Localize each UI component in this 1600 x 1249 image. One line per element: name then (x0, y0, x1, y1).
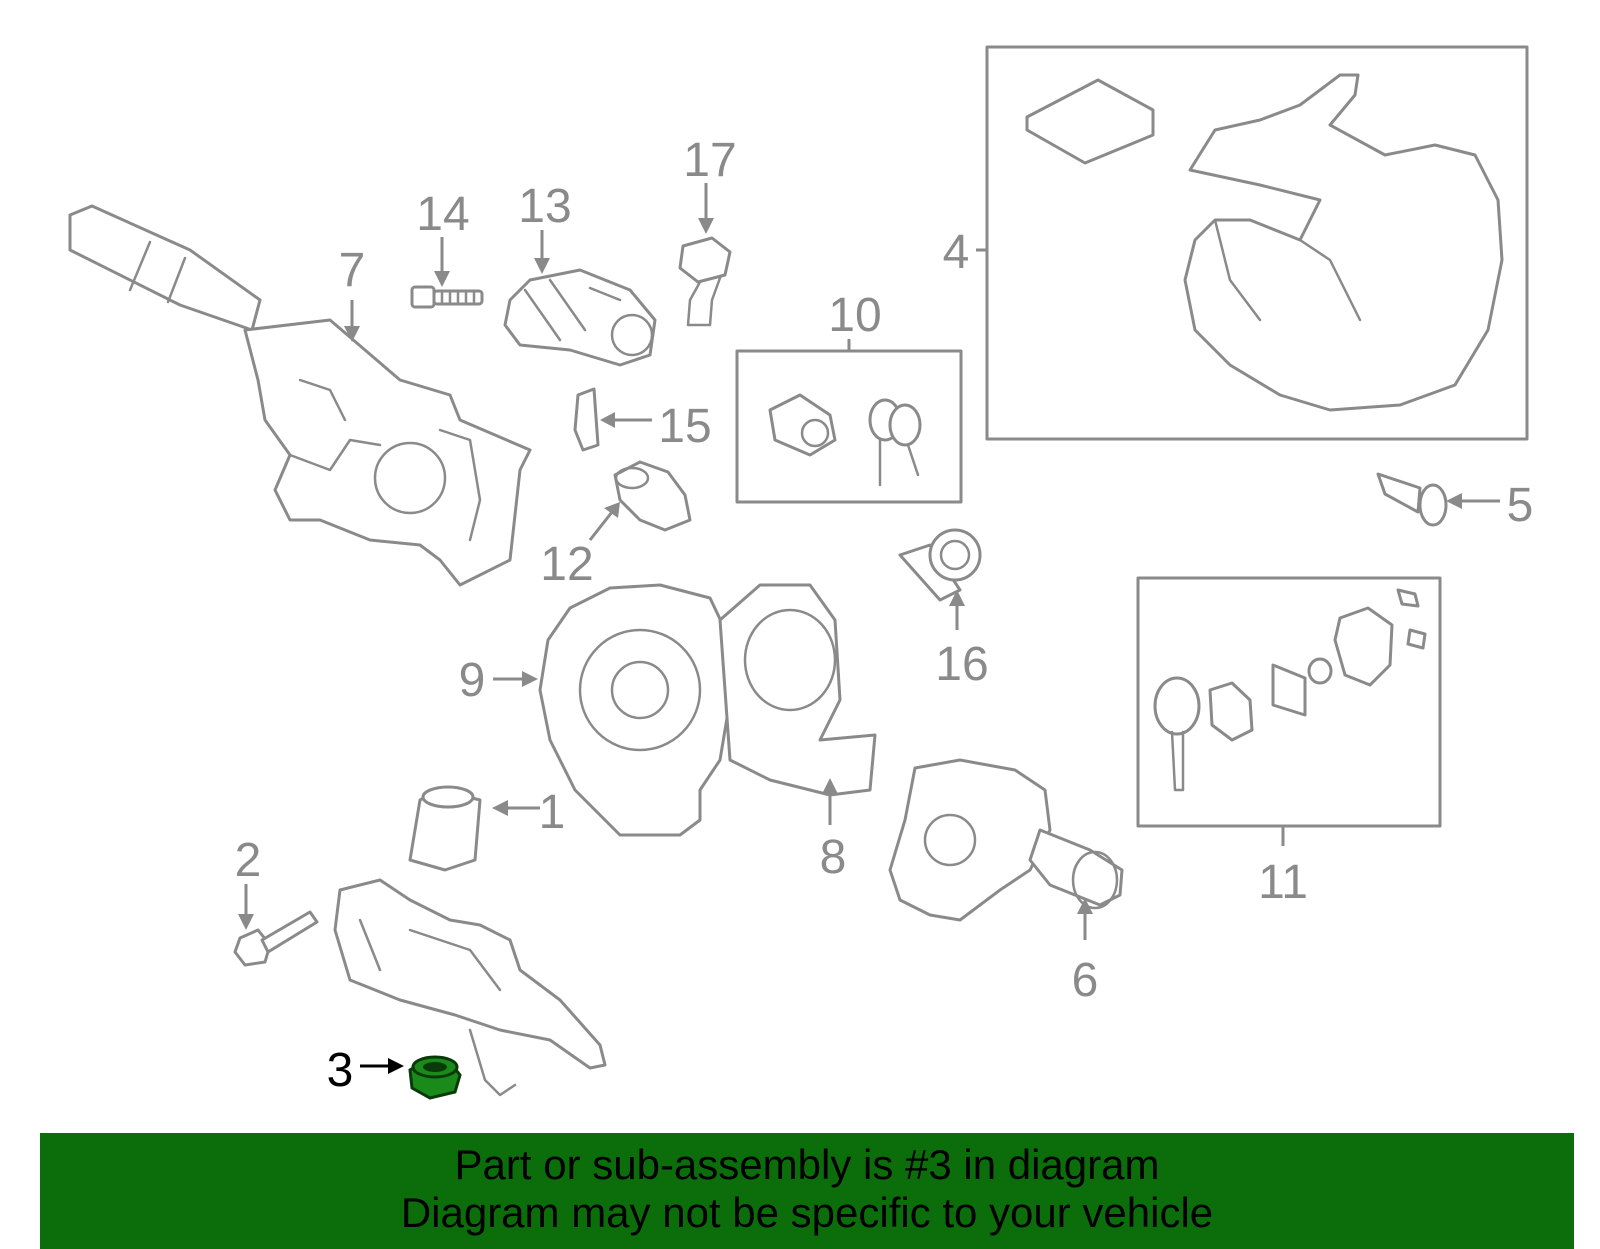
callout-3: 3 (327, 1044, 354, 1097)
part-16-bracket[interactable] (898, 528, 982, 602)
part-3-nut-highlighted[interactable] (408, 1055, 462, 1100)
part-7-turn-signal-switch[interactable] (68, 204, 532, 587)
part-17-sensor[interactable] (678, 236, 732, 327)
part-9-spiral-cable[interactable] (538, 583, 877, 837)
callout-15: 15 (658, 400, 711, 453)
callout-10: 10 (828, 289, 881, 342)
callout-14: 14 (416, 188, 469, 241)
callout-labels: 1 2 3 4 5 6 7 8 9 10 11 12 13 14 15 16 1… (235, 134, 1534, 1097)
callout-7: 7 (339, 244, 366, 297)
info-banner: Part or sub-assembly is #3 in diagram Di… (40, 1133, 1574, 1249)
callout-9: 9 (459, 654, 486, 707)
part-11-key-set[interactable] (1136, 576, 1442, 828)
part-5-screw[interactable] (1376, 472, 1448, 527)
callout-13: 13 (518, 180, 571, 233)
part-4-column-cover[interactable] (985, 45, 1529, 441)
callout-16: 16 (935, 638, 988, 691)
callout-6: 6 (1072, 954, 1099, 1007)
banner-part-note: Part or sub-assembly is #3 in diagram (454, 1141, 1160, 1188)
part-14-bolt[interactable] (410, 285, 484, 309)
leader-lines (238, 183, 1500, 1074)
callout-17: 17 (683, 134, 736, 187)
part-15-clip[interactable] (573, 387, 600, 452)
part-2-bolt[interactable] (233, 910, 319, 967)
part-13-ignition-switch[interactable] (503, 268, 657, 367)
callout-5: 5 (1507, 479, 1534, 532)
callout-1: 1 (539, 786, 566, 839)
callout-11: 11 (1258, 856, 1308, 909)
callout-8: 8 (820, 831, 847, 884)
part-10-lock-cylinder-set[interactable] (735, 349, 963, 504)
part-6-wiper-switch[interactable] (888, 758, 1124, 922)
callout-12: 12 (540, 538, 593, 591)
banner-disclaimer: Diagram may not be specific to your vehi… (400, 1189, 1214, 1236)
part-12-switch[interactable] (613, 460, 692, 532)
callout-4: 4 (943, 226, 970, 279)
callout-2: 2 (235, 834, 262, 887)
part-1-steering-column[interactable] (333, 785, 607, 1097)
